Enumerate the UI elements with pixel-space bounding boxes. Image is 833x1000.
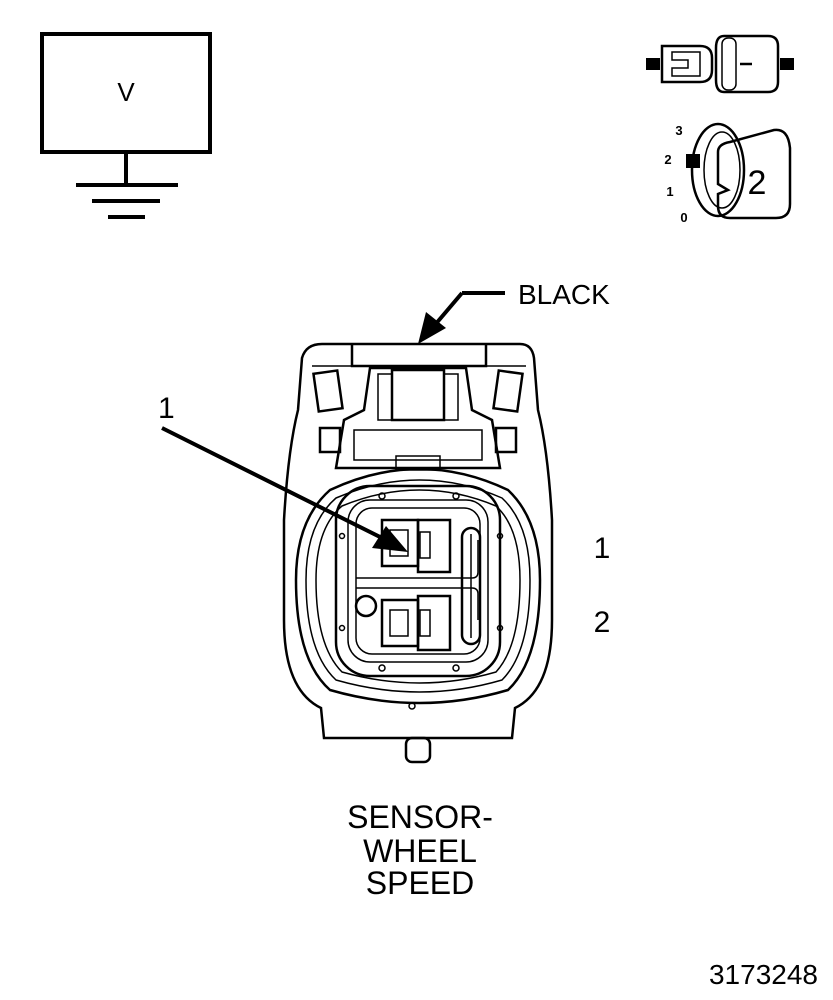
component-name-line-1: SENSOR-	[347, 799, 493, 835]
component-name: SENSOR- WHEEL SPEED	[347, 799, 493, 901]
key-pos-2: 2	[664, 152, 671, 167]
cavity-callout: 1	[158, 392, 408, 552]
connector-face	[282, 342, 554, 764]
figure-id: 3173248	[709, 959, 818, 990]
cavity-callout-number: 1	[158, 392, 175, 425]
key-pos-3: 3	[675, 123, 682, 138]
key-pos-0: 0	[680, 210, 687, 225]
key-pos-1: 1	[666, 184, 673, 199]
pin-number-1: 1	[594, 532, 611, 565]
connector-color-label: BLACK	[518, 279, 610, 310]
connector-outer-shell	[282, 342, 554, 740]
pin-number-2: 2	[594, 606, 611, 639]
component-name-line-3: SPEED	[366, 865, 474, 901]
connector-terminal-view-icon	[646, 34, 794, 94]
symbol-box-label: V	[117, 77, 135, 107]
key-number: 2	[748, 164, 767, 202]
cavity-2	[354, 594, 452, 652]
ground-reference-symbol: V	[40, 32, 212, 219]
color-callout: BLACK	[418, 279, 610, 344]
component-name-line-2: WHEEL	[363, 833, 477, 869]
ignition-key-position-icon: 3 2 1 0 2	[664, 122, 792, 225]
